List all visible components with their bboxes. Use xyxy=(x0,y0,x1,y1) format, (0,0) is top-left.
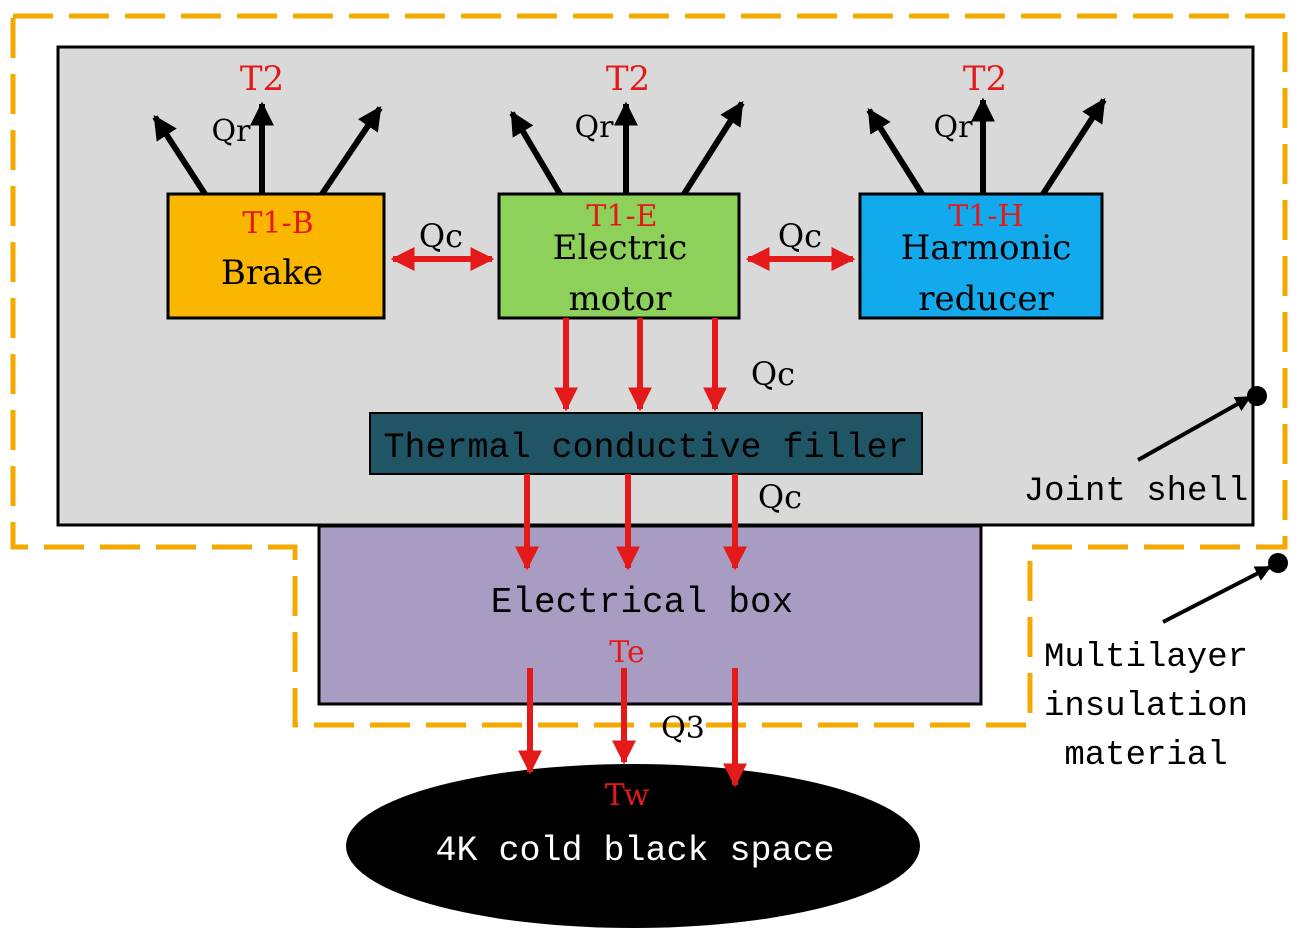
reducer-label-line1: Harmonic xyxy=(901,228,1072,268)
conduction-heat-label: Qc xyxy=(419,217,463,255)
radiation-heat-label: Qr xyxy=(212,114,252,149)
conduction-heat-label: Qc xyxy=(758,478,802,516)
radiation-arrow xyxy=(319,106,383,196)
electrical-box-label: Electrical box xyxy=(491,582,793,623)
joint-shell-callout: Joint shell xyxy=(1024,473,1248,511)
radiation-temp-label: T2 xyxy=(240,59,284,99)
radiation-arrow xyxy=(1040,97,1107,196)
motor-label-line1: Electric xyxy=(553,228,688,268)
reducer-label-line2: reducer xyxy=(918,279,1054,319)
reducer-temp-label: T1-H xyxy=(948,199,1023,234)
electrical-box xyxy=(317,524,983,706)
conduction-arrows xyxy=(390,247,856,788)
motor-label-line2: motor xyxy=(568,279,672,319)
mli-callout-line1: Multilayer xyxy=(1044,639,1248,677)
brake-temp-label: T1-B xyxy=(242,206,313,241)
space-label: 4K cold black space xyxy=(435,831,834,871)
radiation-arrow xyxy=(681,100,745,196)
motor-temp-label: T1-E xyxy=(586,199,657,234)
joint-shell-dot xyxy=(1247,386,1267,406)
mli-callout-line3: material xyxy=(1064,737,1227,775)
conduction-heat-label: Qc xyxy=(778,217,822,255)
radiation-arrow xyxy=(152,114,208,196)
radiation-arrows xyxy=(152,97,1107,196)
conduction-heat-label: Qc xyxy=(751,355,795,393)
radiation-heat-label: Qr xyxy=(934,110,974,145)
radiation-temp-label: T2 xyxy=(606,59,650,99)
joint-shell-leader xyxy=(1137,395,1252,462)
electrical-box-temp-label: Te xyxy=(609,635,644,670)
radiation-temp-label: T2 xyxy=(963,59,1007,99)
radiation-arrow xyxy=(866,107,925,196)
space-heat-label: Q3 xyxy=(661,711,705,746)
filler-block xyxy=(369,412,923,475)
callout-leaders xyxy=(1137,395,1272,624)
mli-dot xyxy=(1268,553,1288,573)
multilayer-insulation-boundary xyxy=(10,13,1288,728)
radiation-arrow xyxy=(509,110,563,196)
space-temp-label: Tw xyxy=(605,778,650,813)
motor-block xyxy=(497,192,741,320)
radiation-heat-label: Qr xyxy=(575,110,615,145)
mli-callout-line2: insulation xyxy=(1044,688,1248,726)
brake-label: Brake xyxy=(221,253,323,293)
filler-label: Thermal conductive filler xyxy=(383,428,908,468)
brake-block xyxy=(166,192,386,320)
mli-leader xyxy=(1162,565,1272,624)
cold-space-ellipse xyxy=(346,764,920,928)
